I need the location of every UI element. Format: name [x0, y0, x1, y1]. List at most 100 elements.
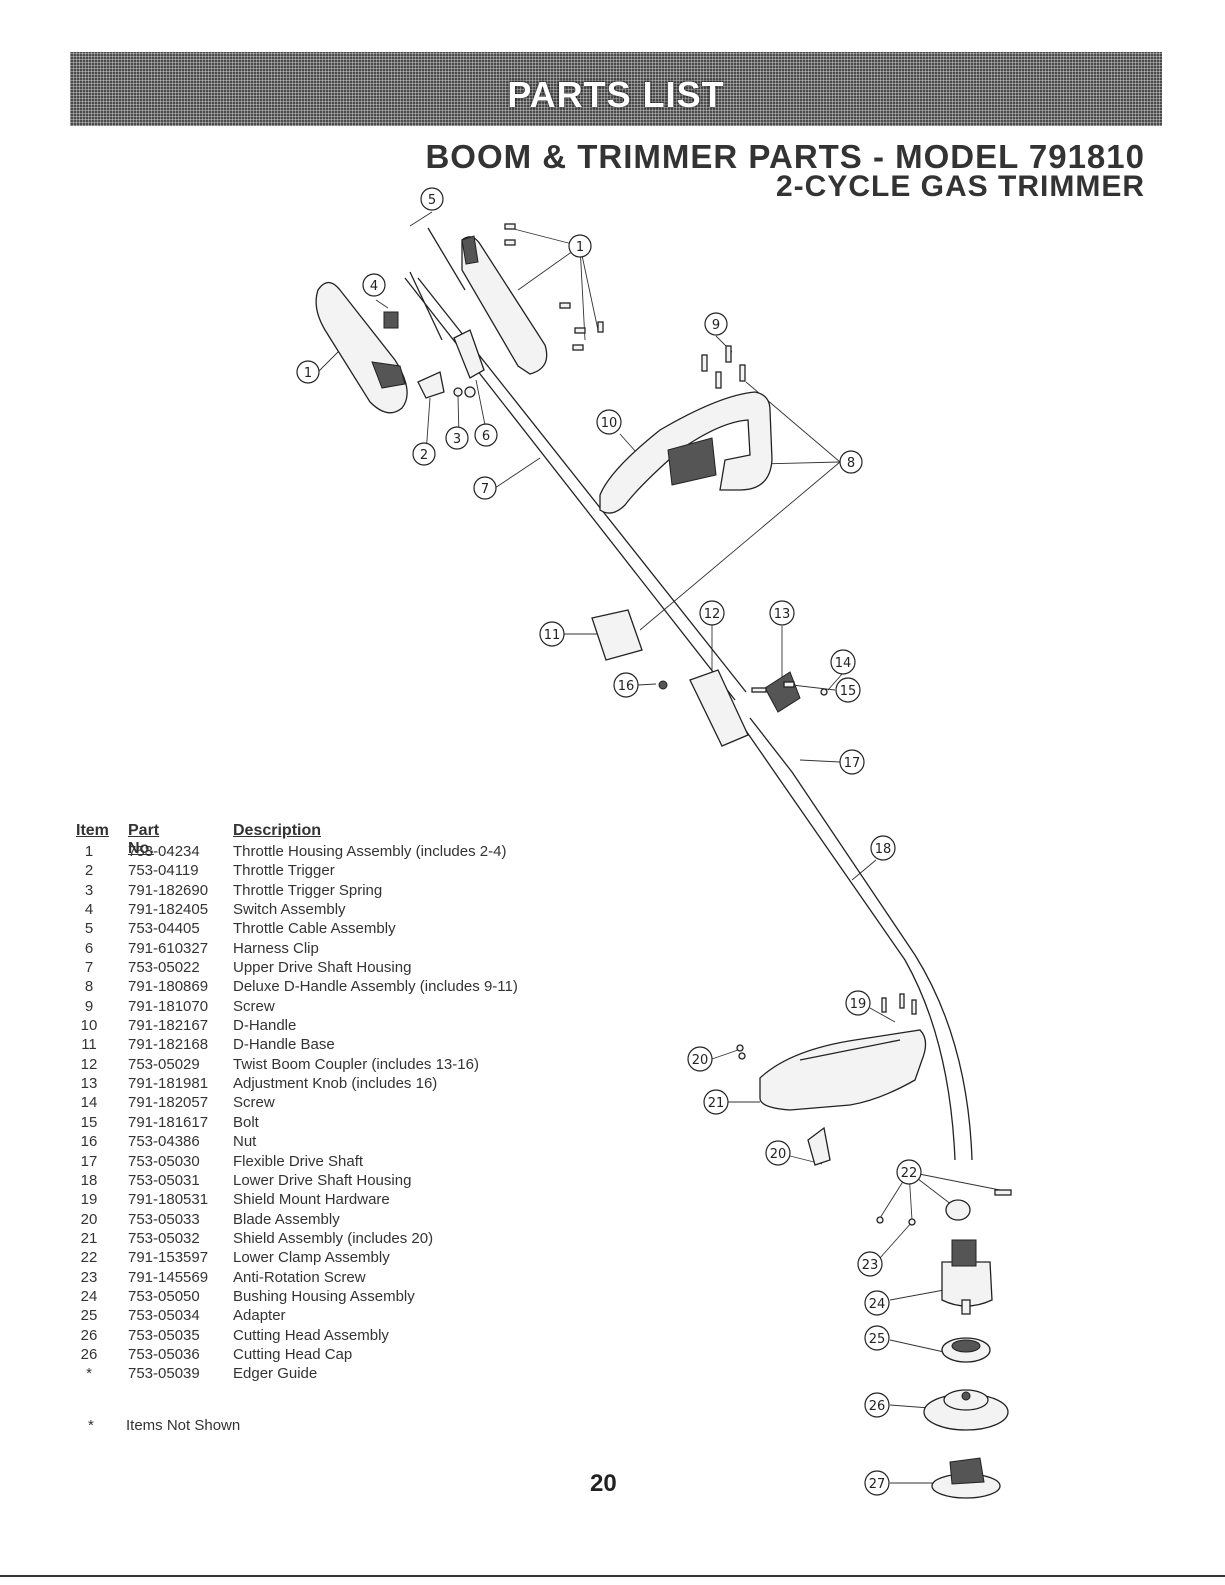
row-item: 1: [84, 843, 94, 860]
shield-assembly-icon: [759, 1029, 927, 1111]
bushing-housing-icon: [941, 1239, 993, 1315]
callout-12: 12: [699, 600, 725, 626]
svg-text:21: 21: [708, 1096, 725, 1111]
row-part-no: 791-145569: [128, 1268, 209, 1286]
callouts: 1 1 2 3 4 5 6 7 8 9 10 11 12 13 14 15 16…: [296, 187, 922, 1496]
svg-text:23: 23: [862, 1258, 879, 1273]
row-item: 4: [84, 901, 94, 919]
page-rule: [0, 1575, 1225, 1577]
callout-3: 3: [445, 426, 469, 450]
svg-text:19: 19: [850, 997, 867, 1012]
svg-text:14: 14: [835, 656, 852, 671]
page-subtitle: 2-CYCLE GAS TRIMMER: [775, 170, 1145, 203]
callout-19: 19: [845, 990, 871, 1016]
row-description: D-Handle: [233, 1017, 297, 1035]
row-part-no: 791-180869: [128, 978, 209, 996]
row-item: 22: [80, 1249, 98, 1267]
row-item: 6: [84, 939, 94, 957]
callout-11: 11: [539, 621, 565, 647]
svg-text:9: 9: [712, 318, 720, 333]
row-description: Shield Mount Hardware: [233, 1191, 390, 1209]
callout-21: 21: [703, 1089, 729, 1115]
svg-text:18: 18: [875, 842, 892, 857]
row-part-no: 753-05036: [128, 1345, 200, 1363]
row-part-no: 791-181981: [128, 1075, 209, 1093]
svg-text:3: 3: [453, 432, 461, 447]
adapter-icon: [941, 1337, 991, 1363]
svg-text:20: 20: [692, 1053, 709, 1068]
row-item: 5: [84, 920, 94, 938]
row-item: 23: [80, 1268, 98, 1286]
svg-text:1: 1: [576, 240, 584, 255]
row-part-no: 791-181070: [128, 997, 209, 1015]
svg-text:15: 15: [840, 684, 857, 699]
svg-text:6: 6: [482, 429, 490, 444]
row-part-no: 791-182405: [128, 901, 209, 919]
callout-1a: 1: [568, 234, 592, 258]
cutting-head-icon: [923, 1389, 1009, 1431]
parts-list-banner: PARTS LIST: [70, 52, 1162, 126]
adjustment-knob-icon: [658, 671, 828, 713]
header-item: Item: [76, 822, 109, 839]
row-item: 7: [84, 959, 94, 977]
row-item: 15: [80, 1113, 98, 1131]
row-item: 21: [80, 1229, 98, 1247]
footnote-marker: *: [88, 1417, 94, 1434]
page-title: BOOM & TRIMMER PARTS - MODEL 791810: [425, 138, 1145, 175]
callout-17: 17: [839, 749, 865, 775]
row-description: Bolt: [233, 1113, 259, 1131]
row-part-no: 791-182690: [128, 881, 209, 899]
row-part-no: 753-04234: [128, 843, 200, 860]
drive-shaft: [404, 227, 973, 1161]
row-part-no: 791-182057: [128, 1094, 209, 1112]
blade-assembly-icon: [807, 1126, 831, 1166]
row-part-no: 791-182167: [128, 1017, 209, 1035]
row-description: D-Handle Base: [233, 1036, 335, 1054]
svg-text:7: 7: [481, 482, 489, 497]
shield-hardware-icon: [736, 993, 917, 1060]
row-part-no: 791-610327: [128, 939, 209, 957]
row-description: Anti-Rotation Screw: [233, 1268, 366, 1286]
callout-2: 2: [412, 442, 436, 466]
row-item: 18: [80, 1171, 98, 1189]
row-item: 8: [84, 978, 94, 996]
row-item: 10: [80, 1017, 98, 1035]
row-item: 2: [84, 862, 94, 880]
row-part-no: 753-04405: [128, 920, 200, 938]
callout-4: 4: [362, 273, 386, 297]
callout-9: 9: [704, 312, 728, 336]
callout-27: 27: [864, 1470, 890, 1496]
svg-text:1: 1: [304, 366, 312, 381]
row-description: Adjustment Knob (includes 16): [233, 1075, 438, 1093]
row-item: 13: [80, 1075, 98, 1093]
row-description: Throttle Trigger: [233, 862, 335, 880]
row-description: Lower Drive Shaft Housing: [233, 1171, 412, 1189]
row-description: Edger Guide: [233, 1365, 318, 1383]
svg-text:12: 12: [704, 607, 721, 622]
svg-text:5: 5: [428, 193, 436, 208]
throttle-trigger-icon: [417, 371, 476, 399]
row-item: 26: [80, 1345, 98, 1363]
row-description: Nut: [233, 1133, 257, 1151]
footnote: *Items Not Shown: [88, 1417, 240, 1434]
svg-text:24: 24: [869, 1297, 886, 1312]
row-item: 24: [80, 1287, 98, 1305]
callout-26: 26: [864, 1392, 890, 1418]
row-description: Deluxe D-Handle Assembly (includes 9-11): [233, 978, 518, 996]
svg-text:27: 27: [869, 1477, 886, 1492]
row-part-no: 753-05035: [128, 1326, 200, 1344]
callout-23: 23: [857, 1251, 883, 1277]
callout-18: 18: [870, 835, 896, 861]
header-part-no: Part No.: [128, 822, 160, 857]
row-description: Cutting Head Assembly: [233, 1326, 389, 1344]
row-description: Bushing Housing Assembly: [233, 1287, 415, 1305]
row-description: Throttle Housing Assembly (includes 2-4): [233, 843, 507, 860]
row-part-no: 791-181617: [128, 1113, 209, 1131]
row-part-no: 753-05032: [128, 1229, 200, 1247]
header-description: Description: [233, 822, 322, 839]
callout-5: 5: [420, 187, 444, 211]
row-item: 25: [80, 1307, 98, 1325]
callout-7: 7: [473, 476, 497, 500]
svg-text:20: 20: [770, 1147, 787, 1162]
